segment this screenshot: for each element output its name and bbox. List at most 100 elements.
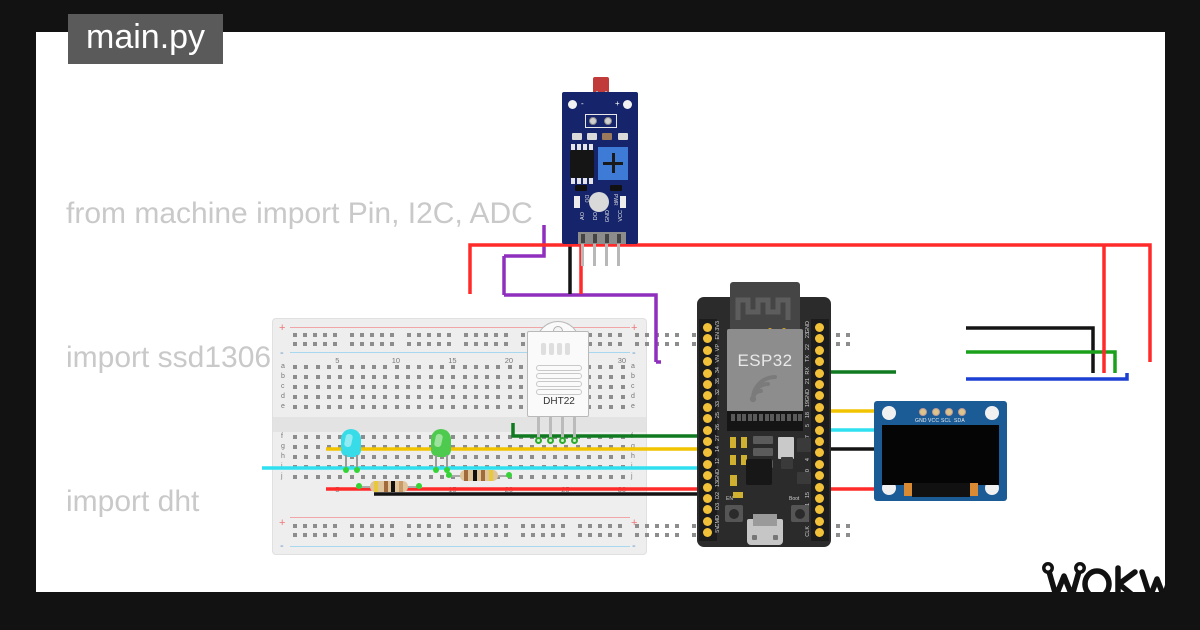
breadboard-hole[interactable] xyxy=(749,524,753,528)
esp32-pin-clk[interactable] xyxy=(815,528,824,538)
breadboard-hole[interactable] xyxy=(609,375,614,379)
breadboard-hole[interactable] xyxy=(665,333,669,337)
breadboard-hole[interactable] xyxy=(635,533,639,537)
breadboard-hole[interactable] xyxy=(609,385,614,389)
breadboard-hole[interactable] xyxy=(732,533,736,537)
esp32-pin-27[interactable] xyxy=(703,437,712,446)
esp32-pin-33[interactable] xyxy=(703,402,712,412)
esp32-pin-vp[interactable] xyxy=(703,345,712,355)
en-button[interactable] xyxy=(725,505,743,522)
breadboard-hole[interactable] xyxy=(816,333,820,337)
breadboard-hole[interactable] xyxy=(598,455,603,459)
esp32-pin-d1[interactable] xyxy=(815,505,824,515)
breadboard-hole[interactable] xyxy=(779,533,783,537)
breadboard-hole[interactable] xyxy=(575,465,580,469)
esp32-pin-35[interactable] xyxy=(703,380,712,389)
breadboard-hole[interactable] xyxy=(598,385,603,389)
breadboard-hole[interactable] xyxy=(620,395,625,399)
esp32-pin-32[interactable] xyxy=(703,391,712,401)
breadboard-hole[interactable] xyxy=(598,475,603,479)
breadboard-hole[interactable] xyxy=(806,524,810,528)
breadboard-hole[interactable] xyxy=(586,395,591,399)
esp32-pin-0[interactable] xyxy=(815,471,824,481)
breadboard-hole[interactable] xyxy=(608,333,612,337)
breadboard-hole[interactable] xyxy=(618,533,622,537)
breadboard-hole[interactable] xyxy=(598,395,603,399)
breadboard-hole[interactable] xyxy=(779,524,783,528)
breadboard-hole[interactable] xyxy=(732,524,736,528)
esp32-pin-d3[interactable] xyxy=(703,505,712,515)
breadboard-hole[interactable] xyxy=(665,524,669,528)
breadboard-hole[interactable] xyxy=(702,333,706,337)
esp32-pin-17[interactable] xyxy=(815,437,824,446)
breadboard-hole[interactable] xyxy=(675,342,679,346)
breadboard-hole[interactable] xyxy=(598,342,602,346)
esp32-pin-23[interactable] xyxy=(815,334,824,344)
breadboard-hole[interactable] xyxy=(598,375,603,379)
breadboard-hole[interactable] xyxy=(816,342,820,346)
breadboard-hole[interactable] xyxy=(620,445,625,449)
esp32-pin-18[interactable] xyxy=(815,414,824,424)
breadboard-hole[interactable] xyxy=(609,405,614,409)
esp32-pin-gnd[interactable] xyxy=(703,471,712,481)
esp32-pin-15[interactable] xyxy=(815,494,824,503)
esp32-pin-2[interactable] xyxy=(815,482,824,492)
breadboard-hole[interactable] xyxy=(816,524,820,528)
esp32-pin-22[interactable] xyxy=(815,345,824,355)
breadboard-hole[interactable] xyxy=(575,445,580,449)
breadboard-hole[interactable] xyxy=(598,533,602,537)
breadboard-hole[interactable] xyxy=(645,342,649,346)
breadboard-hole[interactable] xyxy=(609,435,614,439)
breadboard-hole[interactable] xyxy=(635,524,639,528)
breadboard-hole[interactable] xyxy=(586,445,591,449)
breadboard-hole[interactable] xyxy=(846,333,850,337)
esp32-pin-16[interactable] xyxy=(815,448,824,458)
breadboard-hole[interactable] xyxy=(749,533,753,537)
breadboard-hole[interactable] xyxy=(620,385,625,389)
breadboard-hole[interactable] xyxy=(769,342,773,346)
breadboard-hole[interactable] xyxy=(598,465,603,469)
breadboard-hole[interactable] xyxy=(618,342,622,346)
esp32-pin-26[interactable] xyxy=(703,425,712,435)
breadboard-hole[interactable] xyxy=(712,533,716,537)
breadboard-hole[interactable] xyxy=(759,533,763,537)
breadboard-hole[interactable] xyxy=(779,342,783,346)
breadboard-hole[interactable] xyxy=(598,333,602,337)
breadboard-hole[interactable] xyxy=(618,524,622,528)
breadboard-hole[interactable] xyxy=(598,435,603,439)
breadboard-hole[interactable] xyxy=(789,533,793,537)
breadboard-hole[interactable] xyxy=(578,333,582,337)
breadboard-hole[interactable] xyxy=(779,333,783,337)
breadboard-hole[interactable] xyxy=(789,333,793,337)
breadboard-hole[interactable] xyxy=(836,533,840,537)
breadboard-hole[interactable] xyxy=(608,342,612,346)
breadboard-hole[interactable] xyxy=(836,333,840,337)
breadboard-hole[interactable] xyxy=(826,342,830,346)
breadboard-hole[interactable] xyxy=(586,385,591,389)
breadboard-hole[interactable] xyxy=(609,365,614,369)
breadboard-hole[interactable] xyxy=(575,395,580,399)
breadboard-hole[interactable] xyxy=(665,533,669,537)
breadboard-hole[interactable] xyxy=(749,342,753,346)
breadboard-hole[interactable] xyxy=(692,524,696,528)
breadboard-hole[interactable] xyxy=(618,333,622,337)
breadboard-hole[interactable] xyxy=(759,342,763,346)
breadboard-hole[interactable] xyxy=(722,333,726,337)
esp32-pin-25[interactable] xyxy=(703,414,712,424)
breadboard-hole[interactable] xyxy=(588,333,592,337)
breadboard-hole[interactable] xyxy=(588,524,592,528)
breadboard-hole[interactable] xyxy=(846,533,850,537)
breadboard-hole[interactable] xyxy=(608,524,612,528)
trim-potentiometer[interactable] xyxy=(598,147,628,180)
breadboard-hole[interactable] xyxy=(609,395,614,399)
esp32-pin-19[interactable] xyxy=(815,402,824,412)
breadboard-hole[interactable] xyxy=(702,533,706,537)
breadboard-hole[interactable] xyxy=(609,465,614,469)
esp32-left-header[interactable] xyxy=(699,319,717,541)
breadboard-hole[interactable] xyxy=(732,333,736,337)
breadboard-hole[interactable] xyxy=(732,342,736,346)
esp32-pin-34[interactable] xyxy=(703,368,712,378)
esp32-pin-3v3[interactable] xyxy=(703,323,712,332)
esp32-pin-d0[interactable] xyxy=(815,516,824,526)
breadboard-hole[interactable] xyxy=(588,342,592,346)
